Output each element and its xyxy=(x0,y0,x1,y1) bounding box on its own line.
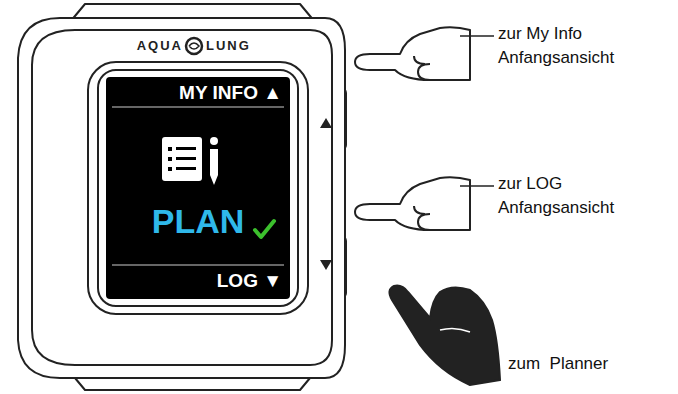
brand-logo: AQUA xyxy=(137,38,183,53)
screen-text: MY INFO ▲ xyxy=(179,82,282,104)
callout-label: zur My Info Anfangsansicht xyxy=(498,22,673,70)
callout-label: zur LOG Anfangsansicht xyxy=(498,172,673,220)
callout-label: zum Planner xyxy=(508,352,673,376)
brand-logo: LUNG xyxy=(206,38,251,53)
watch-screen: MY INFO ▲ PLAN LOG ▼ xyxy=(106,77,290,299)
screen-graphics xyxy=(106,77,290,299)
screen-text: LOG ▼ xyxy=(217,270,282,292)
screen-text: PLAN xyxy=(106,202,290,241)
